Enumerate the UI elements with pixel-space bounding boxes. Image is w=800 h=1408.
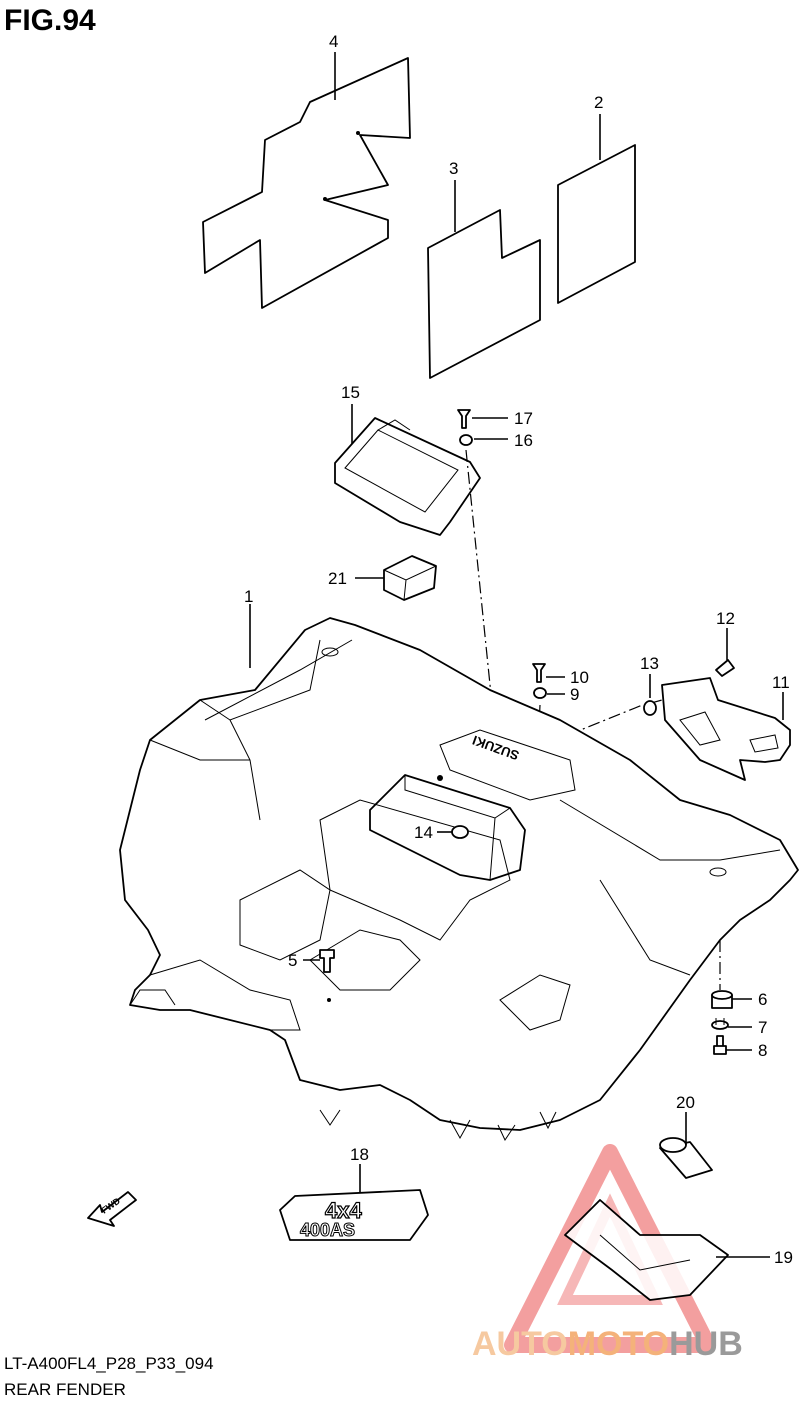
callout-13: 13 xyxy=(640,654,659,673)
cylinder-part-20 xyxy=(659,1137,713,1179)
collar-part-7 xyxy=(711,1018,729,1030)
callout-12: 12 xyxy=(716,609,735,628)
watermark-moto: MOTO xyxy=(568,1325,669,1363)
screw-part-10 xyxy=(532,663,546,683)
callout-2: 2 xyxy=(594,93,603,112)
callout-9: 9 xyxy=(570,685,579,704)
nut-part-16 xyxy=(459,434,473,446)
bolt-part-5 xyxy=(319,949,335,973)
screw-part-17 xyxy=(457,409,471,429)
bracket-part-11 xyxy=(661,677,791,781)
emblem-text-bottom: 400AS xyxy=(300,1220,355,1240)
figure-code: LT-A400FL4_P28_P33_094 xyxy=(4,1354,214,1373)
callout-11: 11 xyxy=(772,673,790,692)
callout-16: 16 xyxy=(514,431,533,450)
cushion-part-6 xyxy=(711,990,733,1009)
callout-6: 6 xyxy=(758,990,767,1009)
decal-sheet-part-4 xyxy=(202,57,411,309)
watermark-hub: HUB xyxy=(669,1325,743,1363)
callout-8: 8 xyxy=(758,1041,767,1060)
bolt-part-8 xyxy=(713,1035,727,1055)
callout-20: 20 xyxy=(676,1093,695,1112)
decal-part-3 xyxy=(427,209,541,379)
callout-19: 19 xyxy=(774,1248,793,1267)
callout-labels: 4 2 3 15 17 16 21 1 12 13 10 11 9 14 5 6… xyxy=(244,32,793,1267)
emblem-text-top: 4x4 xyxy=(325,1198,362,1223)
leader-lines xyxy=(249,52,784,1258)
grommet-part-14 xyxy=(451,825,469,839)
callout-5: 5 xyxy=(288,951,297,970)
decal-part-2 xyxy=(557,144,636,304)
callout-18: 18 xyxy=(350,1145,369,1164)
fwd-direction-arrow: FWD xyxy=(87,1191,137,1227)
emblem-part-18: 4x4 400AS xyxy=(279,1189,429,1241)
callout-15: 15 xyxy=(341,383,360,402)
block-part-21 xyxy=(383,555,437,601)
storage-tray-part-15 xyxy=(334,417,481,536)
callout-7: 7 xyxy=(758,1018,767,1037)
callout-10: 10 xyxy=(570,668,589,687)
screw-part-12 xyxy=(715,659,735,677)
callout-4: 4 xyxy=(329,32,338,51)
watermark-auto: AUTO xyxy=(472,1325,568,1363)
assembly-line-11-13 xyxy=(567,699,663,736)
callout-17: 17 xyxy=(514,409,533,428)
svg-text:AUTOMOTOHUB: AUTOMOTOHUB xyxy=(472,1325,743,1363)
washer-part-13 xyxy=(643,700,657,716)
callout-14: 14 xyxy=(414,823,433,842)
callout-21: 21 xyxy=(328,569,347,588)
pad-part-19 xyxy=(564,1199,729,1301)
rear-fender-part-1: SUZUKI xyxy=(119,617,799,1142)
callout-1: 1 xyxy=(244,587,253,606)
figure-title: FIG.94 xyxy=(4,4,96,37)
watermark-text: AUTOMOTOHUB xyxy=(472,1325,743,1363)
callout-3: 3 xyxy=(449,159,458,178)
figure-name: REAR FENDER xyxy=(4,1380,126,1399)
nut-part-9 xyxy=(533,687,547,699)
